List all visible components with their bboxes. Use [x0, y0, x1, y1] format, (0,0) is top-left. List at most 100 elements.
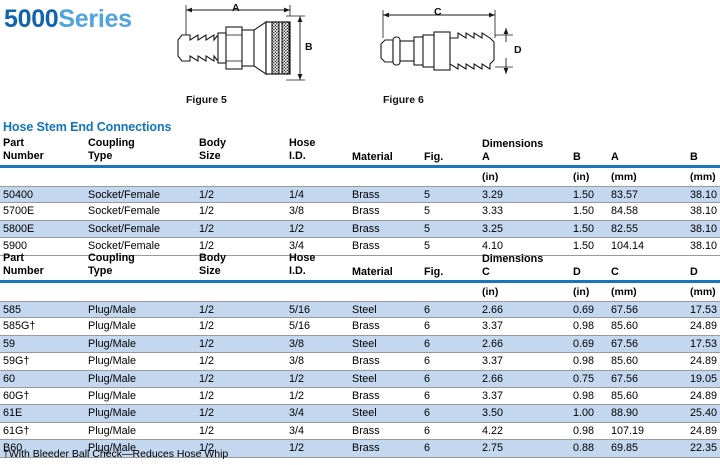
figure-6-group: Figure 6 C D	[373, 2, 563, 107]
unit-dim-d-mm: (mm)	[690, 286, 716, 298]
header-hose-line2: I.D.	[289, 150, 306, 162]
cell-material: Brass	[352, 222, 380, 235]
cell-figure: 6	[424, 407, 431, 420]
cell-dim-3: 85.60	[611, 389, 639, 402]
header2-part-line2: Number	[3, 265, 44, 277]
cell-coupling-type: Plug/Male	[88, 355, 137, 368]
table1-header-row: Part Number Coupling Type Body Size Hose…	[0, 137, 720, 165]
cell-figure: 6	[424, 389, 431, 402]
cell-hose-id: 3/4	[289, 424, 305, 437]
cell-hose-id: 3/8	[289, 337, 305, 350]
dimension-label-d: D	[514, 44, 522, 56]
cell-dim-1: 2.66	[482, 372, 504, 385]
header2-body-size: Body Size	[199, 252, 226, 278]
cell-coupling-type: Socket/Female	[88, 240, 161, 253]
cell-dim-2: 0.69	[573, 337, 595, 350]
cell-dim-3: 67.56	[611, 337, 639, 350]
header2-hose-line2: I.D.	[289, 265, 306, 277]
cell-body-size: 1/2	[199, 304, 215, 316]
cell-dim-1: 3.37	[482, 320, 504, 333]
header-dim-b-mm: B	[690, 151, 698, 163]
cell-dim-1: 4.22	[482, 424, 504, 437]
cell-coupling-type: Socket/Female	[88, 189, 161, 201]
unit-dim-b-in: (in)	[573, 171, 590, 183]
cell-hose-id: 1/2	[289, 372, 305, 385]
cell-material: Brass	[352, 442, 380, 455]
header-material: Material	[352, 151, 393, 163]
header-part-line1: Part	[3, 137, 25, 149]
page-title: 5000Series	[4, 4, 132, 34]
cell-dim-1: 3.33	[482, 205, 504, 218]
cell-coupling-type: Plug/Male	[88, 320, 137, 333]
cell-part-number: 585G†	[3, 320, 36, 333]
header2-material: Material	[352, 266, 393, 278]
unit-dim-c-mm: (mm)	[611, 286, 637, 298]
table2-header-rule	[0, 280, 720, 283]
dimension-label-c: C	[434, 6, 442, 18]
cell-dim-3: 84.58	[611, 205, 639, 218]
header-dim-d-mm: D	[690, 266, 698, 278]
header-dim-a-in: A	[482, 151, 490, 163]
cell-dim-4: 24.89	[690, 389, 718, 402]
cell-dim-3: 67.56	[611, 372, 639, 385]
figure-6-drawing	[380, 10, 513, 74]
header-dim-a-mm: A	[611, 151, 619, 163]
cell-body-size: 1/2	[199, 320, 215, 333]
cell-coupling-type: Plug/Male	[88, 304, 137, 316]
header-dim-c-mm: C	[611, 266, 619, 278]
header2-dimensions-label: Dimensions	[482, 253, 544, 265]
header-part-line2: Number	[3, 150, 44, 162]
cell-part-number: 585	[3, 304, 22, 316]
cell-dim-4: 38.10	[690, 222, 718, 235]
cell-coupling-type: Plug/Male	[88, 442, 137, 455]
cell-part-number: 60G†	[3, 389, 30, 402]
cell-dim-3: 83.57	[611, 189, 639, 201]
header-hose-id: Hose I.D.	[289, 137, 315, 163]
header-coupling-line1: Coupling	[88, 137, 135, 149]
cell-coupling-type: Plug/Male	[88, 389, 137, 402]
unit-dim-b-mm: (mm)	[690, 171, 716, 183]
cell-coupling-type: Plug/Male	[88, 424, 137, 437]
dimension-label-b: B	[305, 41, 313, 53]
header2-coupling-line1: Coupling	[88, 252, 135, 264]
cell-part-number: 61G†	[3, 424, 30, 437]
cell-dim-3: 85.60	[611, 320, 639, 333]
header-fig: Fig.	[424, 151, 444, 163]
cell-dim-2: 1.50	[573, 222, 595, 235]
header2-hose-id: Hose I.D.	[289, 252, 315, 278]
cell-body-size: 1/2	[199, 407, 215, 420]
cell-dim-3: 69.85	[611, 442, 639, 455]
figure-5-group: Figure 5 A B	[168, 2, 378, 107]
cell-material: Steel	[352, 304, 377, 316]
cell-dim-2: 0.69	[573, 304, 595, 316]
cell-hose-id: 3/8	[289, 205, 305, 218]
cell-coupling-type: Socket/Female	[88, 205, 161, 218]
cell-part-number: 60	[3, 372, 16, 385]
figure-5-caption: Figure 5	[186, 94, 227, 106]
unit-dim-a-in: (in)	[482, 171, 499, 183]
cell-material: Brass	[352, 320, 380, 333]
cell-dim-4: 22.35	[690, 442, 718, 455]
cell-body-size: 1/2	[199, 205, 215, 218]
cell-material: Brass	[352, 389, 380, 402]
header2-fig: Fig.	[424, 266, 444, 278]
cell-hose-id: 1/4	[289, 189, 305, 201]
cell-dim-4: 24.89	[690, 424, 718, 437]
cell-hose-id: 3/4	[289, 407, 305, 420]
cell-part-number: 59G†	[3, 355, 30, 368]
header2-coupling-type: Coupling Type	[88, 252, 135, 278]
cell-part-number: 5800E	[3, 222, 35, 235]
cell-material: Steel	[352, 372, 377, 385]
cell-dim-3: 104.14	[611, 240, 645, 253]
cell-hose-id: 1/2	[289, 389, 305, 402]
cell-coupling-type: Plug/Male	[88, 372, 137, 385]
cell-figure: 5	[424, 205, 431, 218]
